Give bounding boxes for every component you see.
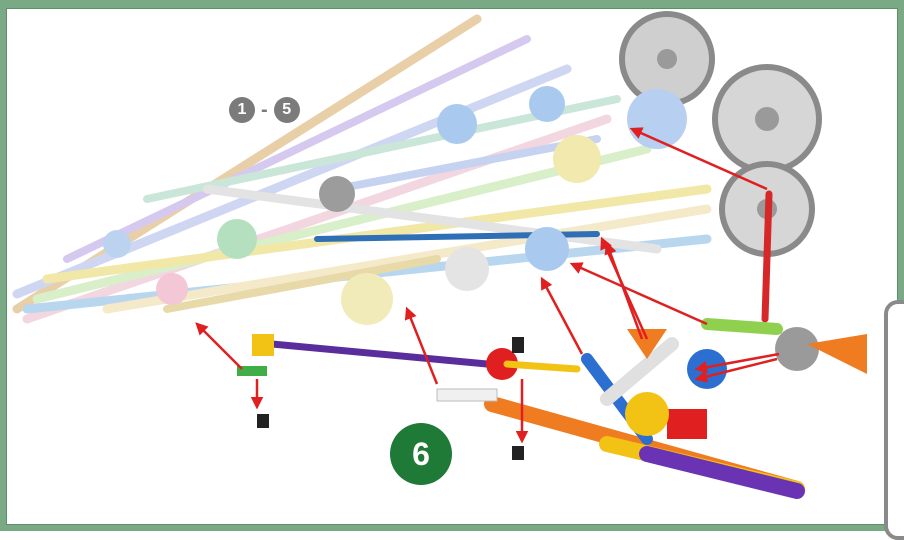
model-illustration bbox=[7, 9, 899, 526]
step-number-badge: 6 bbox=[390, 423, 452, 485]
range-end-badge: 5 bbox=[274, 97, 300, 123]
previous-steps-range: 1 - 5 bbox=[229, 97, 300, 123]
side-callout-panel bbox=[884, 300, 904, 540]
range-start-badge: 1 bbox=[229, 97, 255, 123]
range-separator: - bbox=[261, 99, 268, 122]
instruction-panel: 1 - 5 6 bbox=[6, 8, 898, 525]
